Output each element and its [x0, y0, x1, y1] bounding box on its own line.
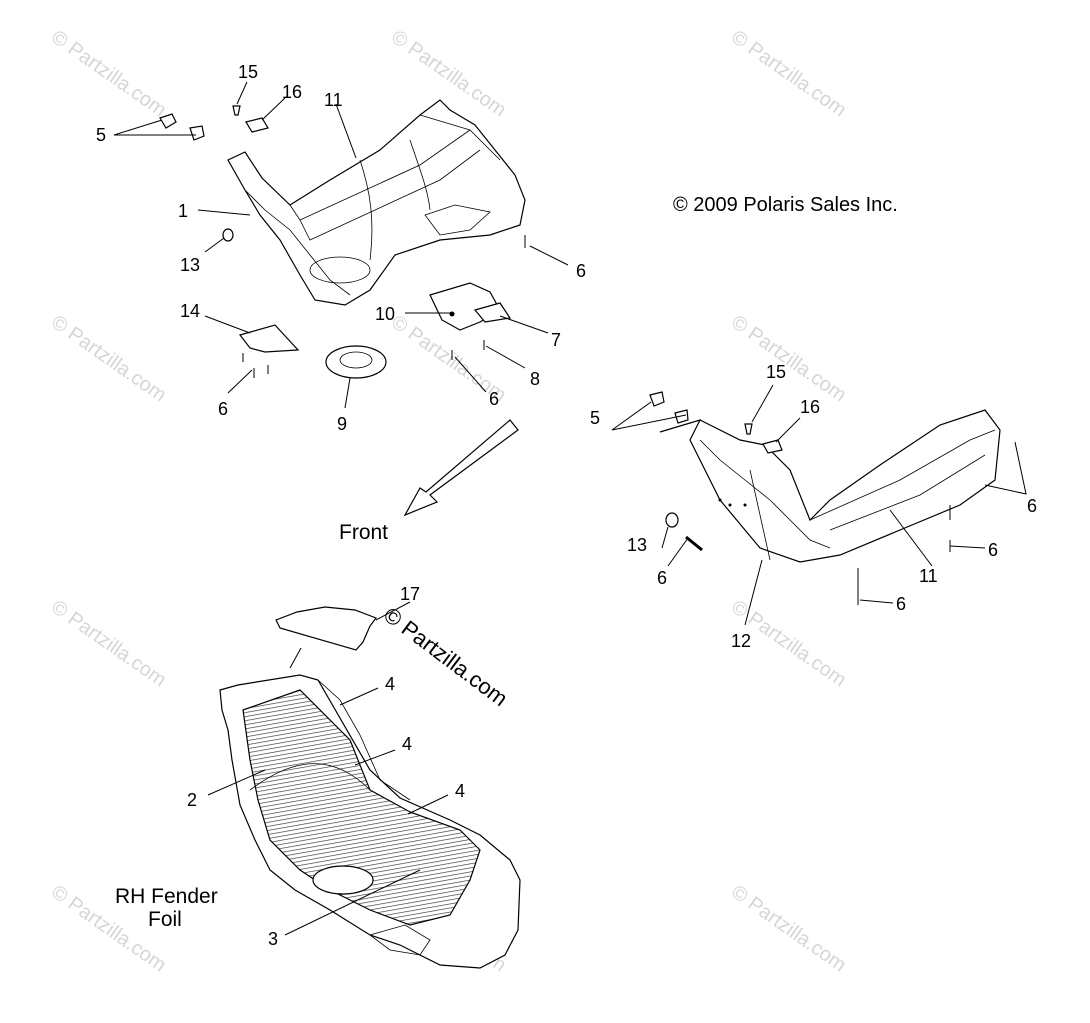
foil-17	[275, 606, 377, 651]
callout-6: 6	[657, 568, 667, 588]
watermark: © Partzilla.com	[47, 26, 170, 121]
callout-11: 11	[324, 90, 343, 110]
rh-fender-foil-assembly	[219, 606, 521, 969]
ring-9	[325, 345, 387, 379]
foil-part-4	[242, 689, 481, 926]
callout-2: 2	[187, 790, 197, 810]
callout-4: 4	[402, 734, 412, 754]
rh-fender-label-line2: Foil	[148, 908, 182, 931]
callout-15: 15	[238, 62, 258, 82]
callout-16: 16	[800, 397, 820, 417]
cover-7-tab	[473, 302, 512, 323]
callout-4: 4	[455, 781, 465, 801]
watermark: © Partzilla.com	[47, 596, 170, 691]
callout-4: 4	[385, 674, 395, 694]
callout-3: 3	[268, 929, 278, 949]
screw-15	[744, 423, 753, 435]
callout-9: 9	[337, 414, 347, 434]
callout-6: 6	[896, 594, 906, 614]
callout-6: 6	[576, 261, 586, 281]
fastener-5	[189, 125, 205, 141]
callout-15: 15	[766, 362, 786, 382]
right-fender-assembly	[649, 391, 1001, 605]
fastener-5	[674, 409, 689, 424]
center-watermark: © Partzilla.com	[379, 602, 512, 711]
watermark: © Partzilla.com	[727, 881, 850, 976]
right-leaders	[611, 384, 1027, 626]
screw-15	[232, 105, 241, 116]
clip-16	[245, 117, 269, 133]
upper-left-fender-assembly	[159, 99, 526, 379]
grommet-13	[222, 228, 234, 242]
callout-13: 13	[627, 535, 647, 555]
callout-11: 11	[919, 566, 938, 586]
callout-10: 10	[375, 304, 395, 324]
callout-5: 5	[96, 125, 106, 145]
fastener-5	[649, 391, 665, 407]
callout-8: 8	[530, 369, 540, 389]
callout-5: 5	[590, 408, 600, 428]
callout-6: 6	[218, 399, 228, 419]
watermark: © Partzilla.com	[47, 311, 170, 406]
watermark: © Partzilla.com	[387, 26, 510, 121]
callout-17: 17	[400, 584, 420, 604]
grommet-13	[665, 512, 679, 528]
rh-fender-label-line1: RH Fender	[115, 885, 218, 908]
callout-12: 12	[731, 631, 751, 651]
floor-hole	[312, 865, 374, 895]
front-label: Front	[339, 521, 388, 544]
watermark: © Partzilla.com	[727, 311, 850, 406]
bracket-14	[238, 324, 300, 353]
fender-part-1	[227, 99, 526, 306]
callout-1: 1	[178, 201, 188, 221]
callout-numbers: 15 16 11 5 1 13 6 14 10 7 8 6 9 6 15 16 …	[96, 62, 1037, 949]
watermark: © Partzilla.com	[727, 26, 850, 121]
callout-16: 16	[282, 82, 302, 102]
callout-13: 13	[180, 255, 200, 275]
front-arrow	[403, 419, 519, 517]
copyright-text: © 2009 Polaris Sales Inc.	[673, 194, 898, 216]
fastener-5	[159, 113, 177, 129]
callout-6: 6	[988, 540, 998, 560]
fender-part-12	[659, 409, 1001, 563]
callout-14: 14	[180, 301, 200, 321]
callout-6: 6	[1027, 496, 1037, 516]
upper-left-leaders	[113, 81, 569, 409]
clip-16	[762, 439, 783, 454]
callout-7: 7	[551, 330, 561, 350]
callout-6: 6	[489, 389, 499, 409]
bottom-leaders	[207, 601, 449, 936]
